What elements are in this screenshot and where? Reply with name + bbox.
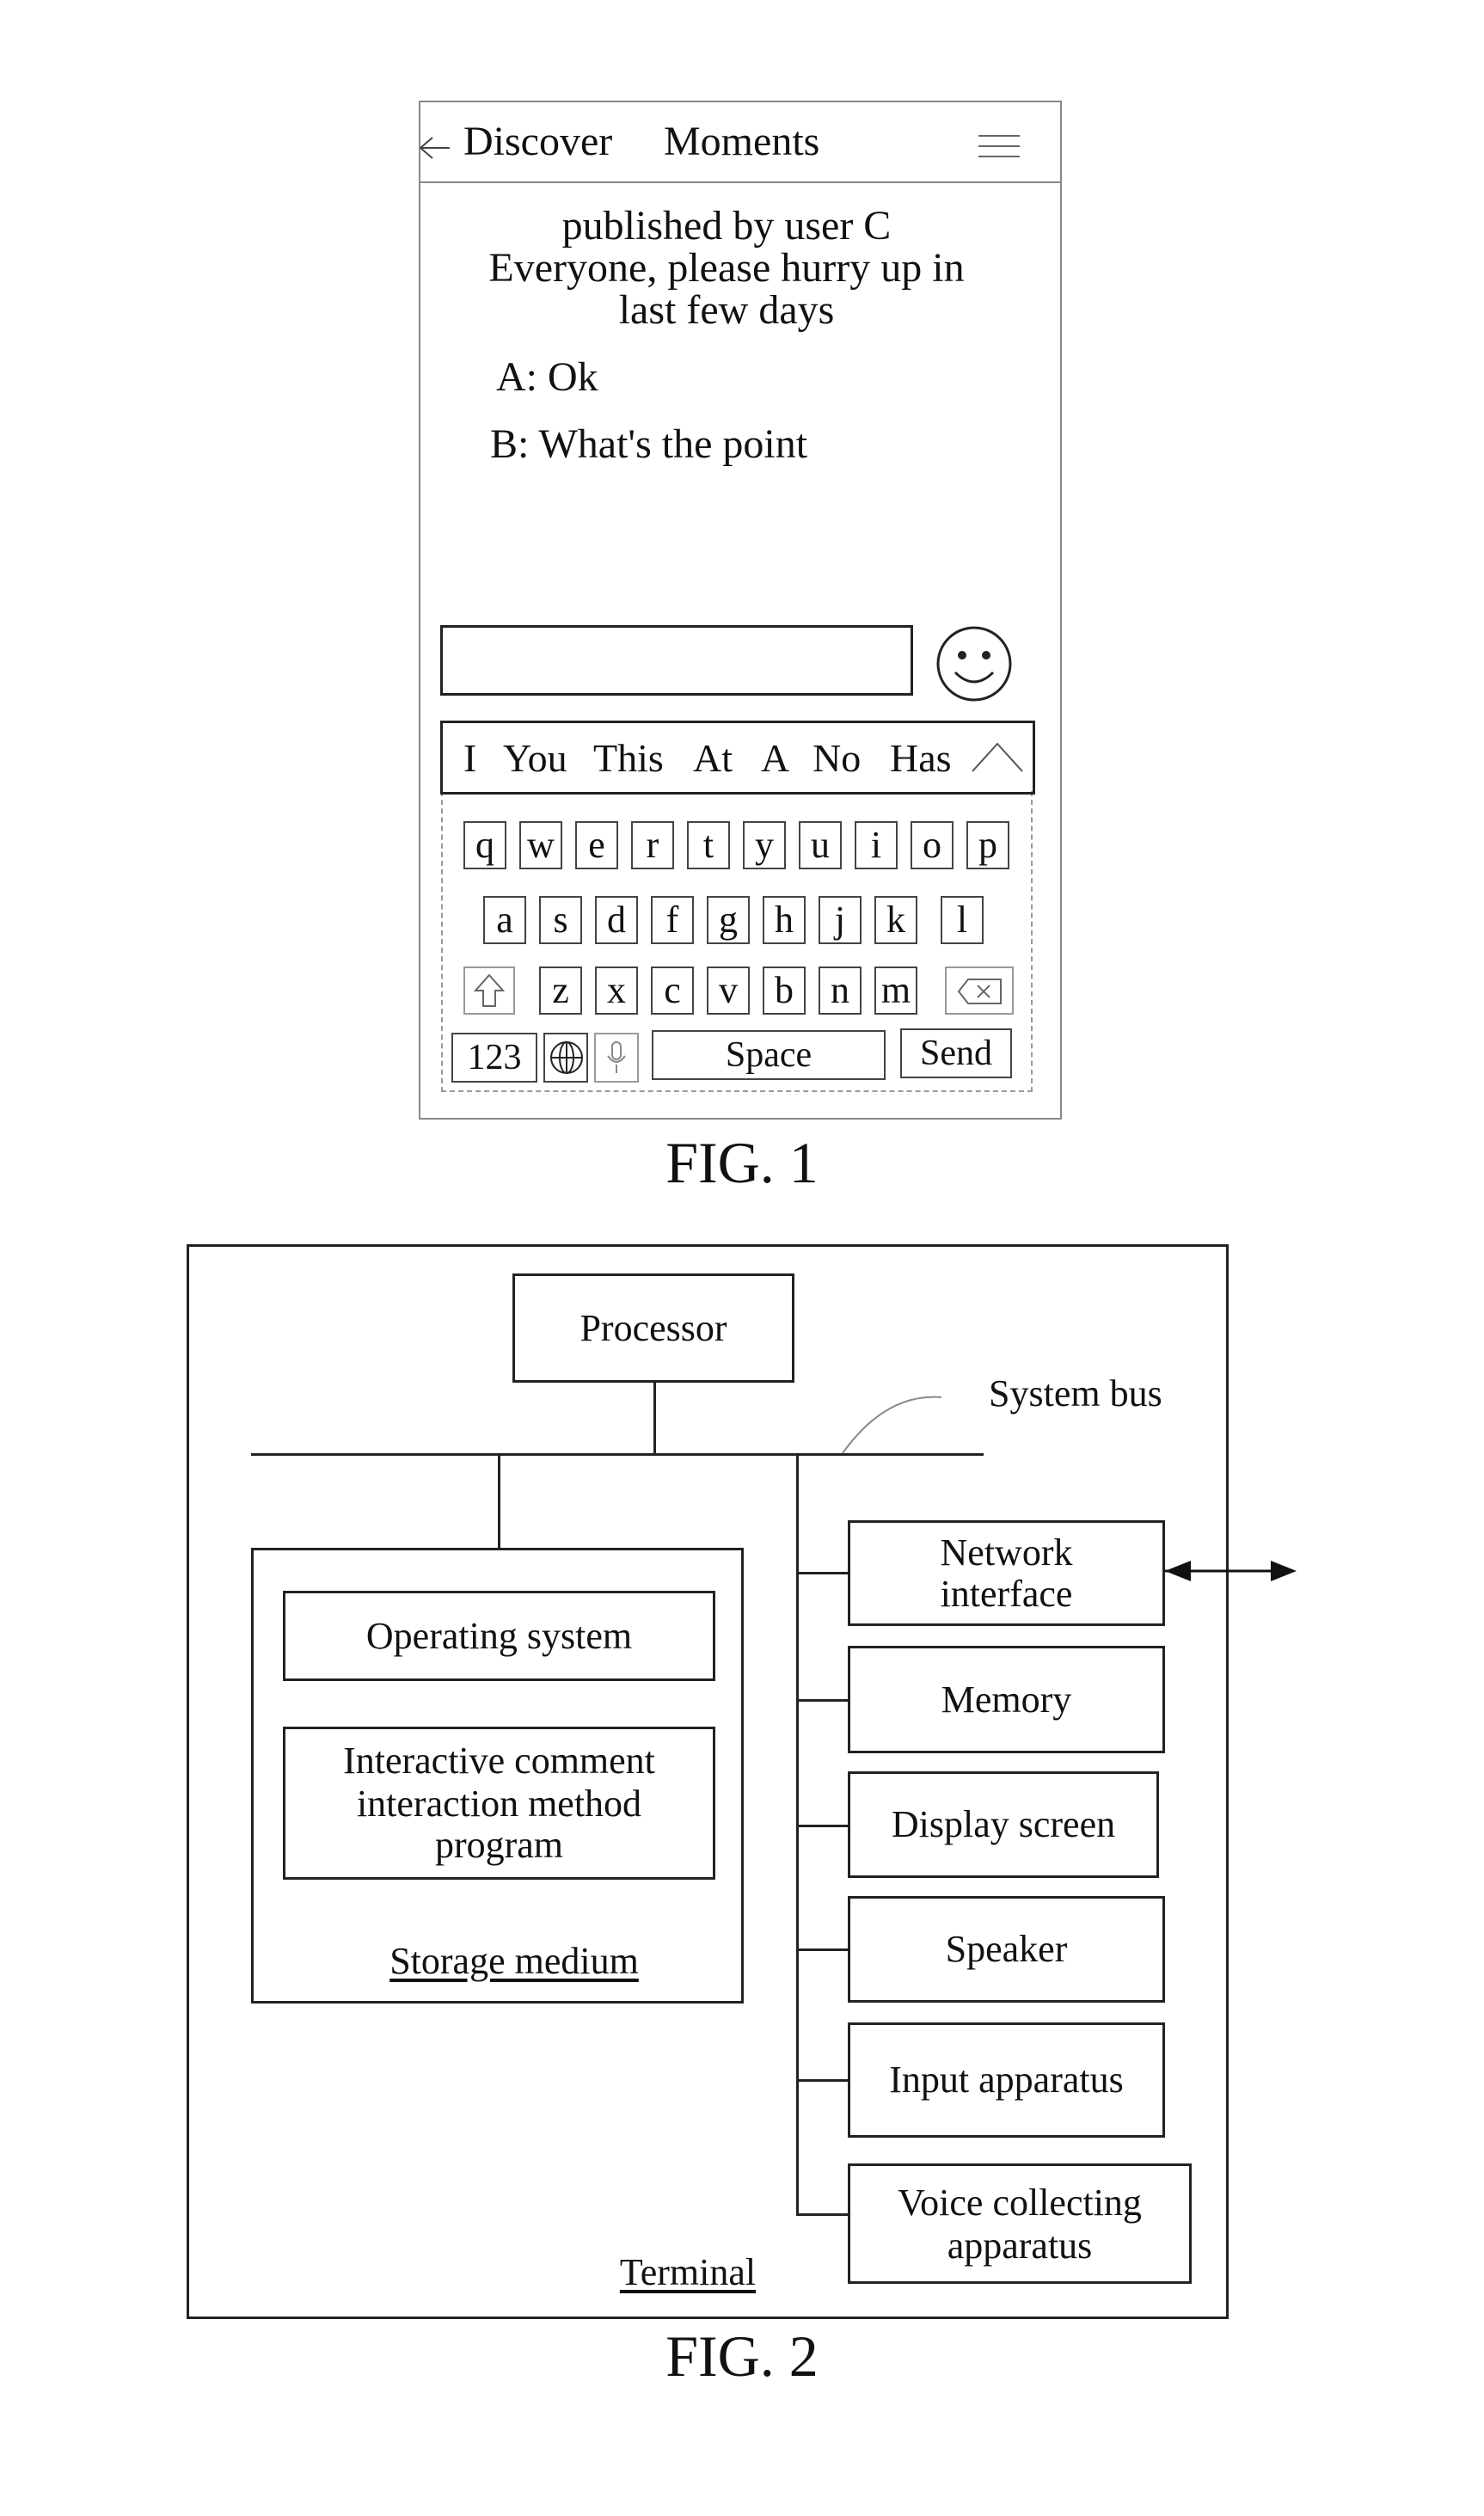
storage-connector: [498, 1453, 500, 1549]
key-i[interactable]: i: [855, 821, 898, 869]
arrow-left-icon: [417, 120, 453, 169]
key-y[interactable]: y: [743, 821, 786, 869]
storage-medium-label: Storage medium: [251, 1940, 777, 1983]
processor-connector: [653, 1383, 656, 1455]
key-w[interactable]: w: [519, 821, 562, 869]
key-k[interactable]: k: [874, 896, 917, 944]
key-j[interactable]: j: [819, 896, 862, 944]
system-bus-label: System bus: [989, 1372, 1162, 1415]
key-m[interactable]: m: [874, 967, 917, 1015]
input-apparatus-box: Input apparatus: [848, 2022, 1165, 2138]
voice-line1: Voice collecting: [850, 2182, 1189, 2225]
voice-collecting-box: Voice collecting apparatus: [848, 2163, 1192, 2284]
figure-caption: FIG. 1: [570, 1128, 914, 1197]
chevron-up-icon[interactable]: [969, 732, 1026, 783]
key-p[interactable]: p: [966, 821, 1009, 869]
suggestion-bar: I You This At A No Has: [440, 721, 1035, 795]
comment-b: B: What's the point: [490, 423, 807, 466]
key-l[interactable]: l: [941, 896, 984, 944]
suggestion-item[interactable]: I: [463, 723, 476, 794]
shift-key[interactable]: [463, 967, 515, 1015]
key-o[interactable]: o: [911, 821, 954, 869]
key-b[interactable]: b: [763, 967, 806, 1015]
post-publisher: published by user C: [419, 205, 1034, 248]
emoji-button[interactable]: [935, 624, 1014, 703]
suggestion-item[interactable]: A: [761, 723, 789, 794]
network-line2: interface: [850, 1573, 1162, 1616]
suggestion-item[interactable]: At: [693, 723, 733, 794]
suggestion-item[interactable]: Has: [890, 723, 952, 794]
key-e[interactable]: e: [575, 821, 618, 869]
suggestion-item[interactable]: You: [503, 723, 567, 794]
network-interface-box: Network interface: [848, 1520, 1165, 1626]
program-line1: Interactive comment: [285, 1740, 713, 1783]
hamburger-menu-icon: [977, 129, 1021, 163]
backspace-icon: [956, 976, 1004, 1007]
key-z[interactable]: z: [539, 967, 582, 1015]
program-line2: interaction method: [285, 1783, 713, 1826]
smiley-face-icon: [935, 624, 1014, 703]
comment-input[interactable]: [440, 625, 913, 696]
space-key[interactable]: Space: [652, 1030, 886, 1080]
key-r[interactable]: r: [631, 821, 674, 869]
comment-a: A: Ok: [496, 356, 598, 399]
figure-caption: FIG. 2: [570, 2322, 914, 2390]
backspace-key[interactable]: [945, 967, 1014, 1015]
memory-box: Memory: [848, 1646, 1165, 1753]
key-t[interactable]: t: [687, 821, 730, 869]
voice-connector: [796, 2213, 849, 2216]
key-u[interactable]: u: [799, 821, 842, 869]
speaker-box: Speaker: [848, 1896, 1165, 2003]
display-connector: [796, 1825, 849, 1827]
key-n[interactable]: n: [819, 967, 862, 1015]
voice-key[interactable]: [594, 1033, 639, 1083]
globe-icon: [548, 1039, 586, 1077]
memory-connector: [796, 1699, 849, 1702]
key-q[interactable]: q: [463, 821, 506, 869]
back-label: Discover: [463, 120, 612, 163]
suggestion-item[interactable]: This: [593, 723, 664, 794]
key-f[interactable]: f: [651, 896, 694, 944]
display-screen-box: Display screen: [848, 1771, 1159, 1878]
page-title: Moments: [664, 120, 819, 163]
voice-line2: apparatus: [850, 2225, 1189, 2267]
send-button[interactable]: Send: [900, 1028, 1012, 1078]
bus-trunk: [796, 1453, 799, 2215]
operating-system-box: Operating system: [283, 1591, 715, 1681]
menu-button[interactable]: [977, 129, 1021, 163]
numbers-key[interactable]: 123: [451, 1033, 537, 1083]
key-h[interactable]: h: [763, 896, 806, 944]
back-button[interactable]: Discover: [417, 120, 623, 169]
microphone-icon: [604, 1039, 629, 1077]
key-c[interactable]: c: [651, 967, 694, 1015]
key-a[interactable]: a: [483, 896, 526, 944]
terminal-label: Terminal: [481, 2251, 894, 2294]
program-box: Interactive comment interaction method p…: [283, 1727, 715, 1880]
input-connector: [796, 2079, 849, 2082]
post-text-line1: Everyone, please hurry up in: [419, 247, 1034, 290]
key-x[interactable]: x: [595, 967, 638, 1015]
shift-arrow-icon: [472, 972, 506, 1009]
network-connector: [796, 1572, 849, 1574]
program-line3: program: [285, 1824, 713, 1867]
network-line1: Network: [850, 1531, 1162, 1574]
key-v[interactable]: v: [707, 967, 750, 1015]
speaker-connector: [796, 1948, 849, 1951]
key-d[interactable]: d: [595, 896, 638, 944]
suggestion-item[interactable]: No: [813, 723, 861, 794]
post-text-line2: last few days: [419, 289, 1034, 332]
processor-box: Processor: [512, 1273, 794, 1383]
system-bus-line: [251, 1453, 984, 1456]
key-g[interactable]: g: [707, 896, 750, 944]
key-s[interactable]: s: [539, 896, 582, 944]
language-key[interactable]: [543, 1033, 588, 1083]
